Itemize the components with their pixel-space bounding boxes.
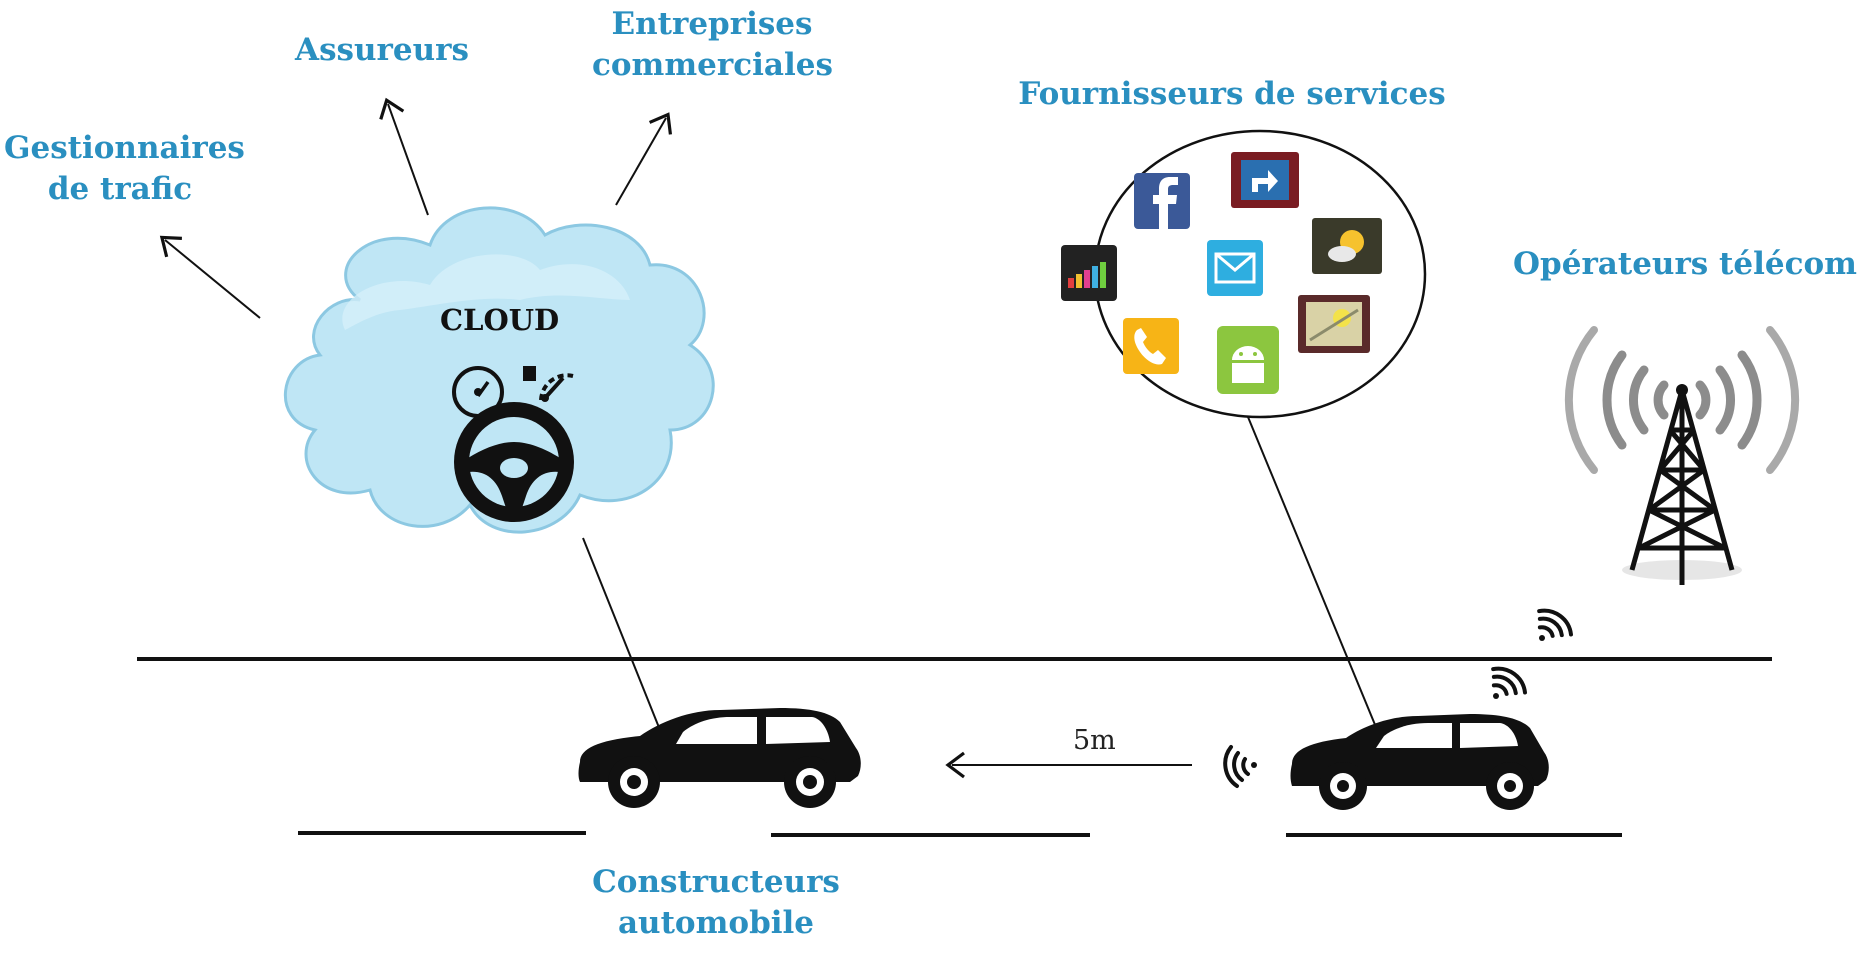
cloud-shape (283, 206, 715, 534)
arrow-to-gestionnaires (159, 235, 261, 319)
maps-icon (1231, 152, 1299, 208)
mail-icon (1207, 240, 1263, 296)
weather-icon (1312, 218, 1382, 274)
services-car-link (1247, 416, 1379, 733)
distance-label: 5m (1073, 725, 1116, 756)
android-icon (1217, 326, 1279, 394)
steering-wheel-icon (454, 402, 574, 522)
car-left-icon (578, 708, 861, 808)
arrow-to-entreprises (615, 112, 673, 206)
telecom-tower-icon (1564, 326, 1800, 585)
wifi-signal-left-icon (1223, 745, 1257, 788)
arrow-to-assureurs (379, 97, 429, 216)
fuel-gauge-icon (523, 366, 574, 402)
label-operateurs: Opérateurs télécom (1513, 246, 1857, 282)
car-right-icon (1290, 714, 1549, 810)
facebook-icon (1134, 173, 1190, 229)
navigation-icon (1298, 295, 1370, 353)
cloud-car-link (582, 537, 663, 736)
wifi-signal-car-icon (1491, 666, 1527, 699)
deezer-icon (1061, 245, 1117, 301)
label-constructeurs: Constructeurs automobile (592, 864, 840, 941)
label-entreprises: Entreprises commerciales (592, 6, 833, 83)
phone-icon (1123, 318, 1179, 374)
cloud-title: CLOUD (440, 303, 560, 337)
wifi-signal-road-icon (1537, 608, 1573, 641)
label-gestionnaires: Gestionnaires de trafic (4, 130, 245, 207)
label-assureurs: Assureurs (295, 32, 469, 68)
label-fournisseurs: Fournisseurs de services (1018, 76, 1446, 112)
